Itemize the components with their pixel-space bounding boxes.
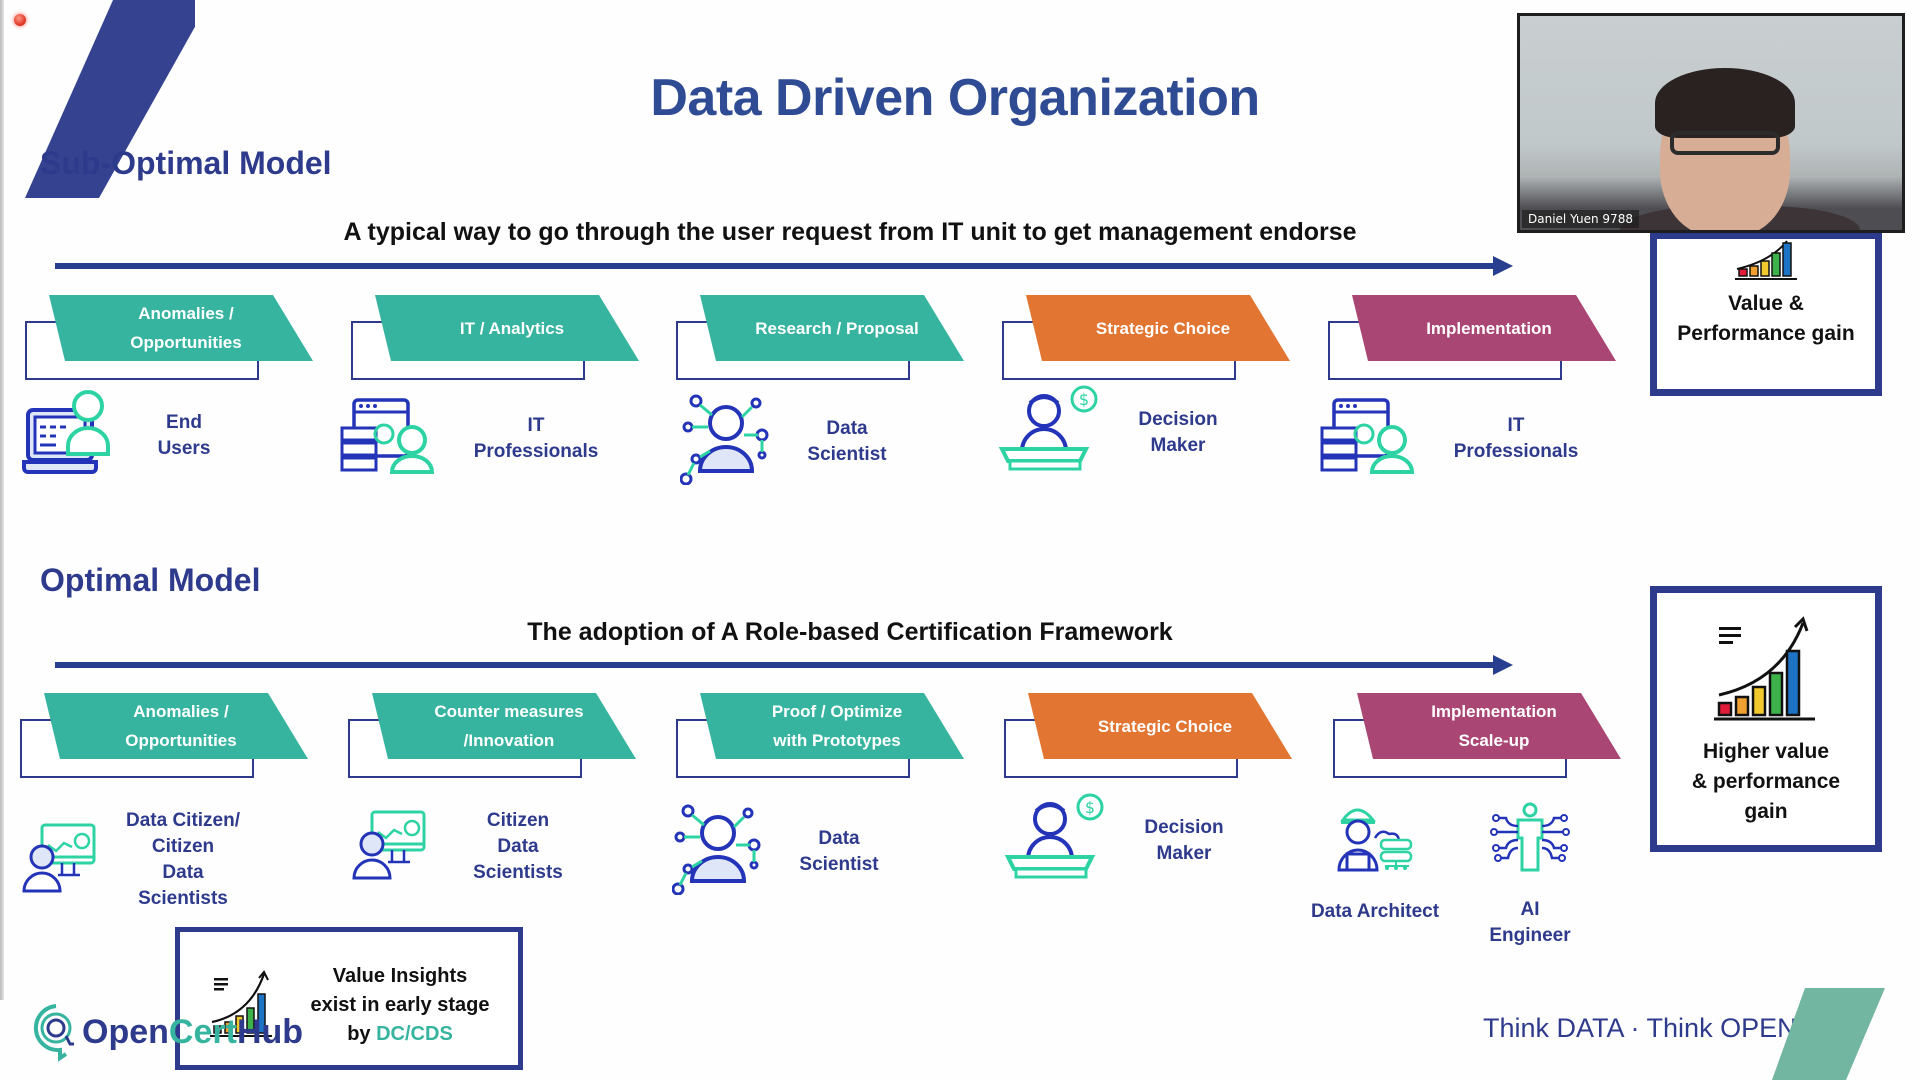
- stage-label: Anomalies / Opportunities: [49, 295, 313, 361]
- svg-text:$: $: [1079, 390, 1089, 409]
- logo-word-cert: Cert: [168, 1012, 237, 1051]
- result-box-value-performance: Value & Performance gain: [1650, 232, 1882, 396]
- process-arrow: [55, 256, 1513, 276]
- laptop-user-icon: [22, 388, 114, 483]
- stage-3: Proof / Optimize with Prototypes: [676, 693, 976, 783]
- stage-label: Research / Proposal: [700, 295, 964, 361]
- data-scientist-network-icon: [671, 803, 764, 900]
- role-6: AI Engineer: [1460, 802, 1600, 949]
- stage-label: Implementation: [1352, 295, 1616, 361]
- stage-1: Anomalies / Opportunities: [20, 693, 320, 783]
- role-label: Decision Maker: [1138, 408, 1218, 456]
- participant-name: Daniel Yuen 9788: [1522, 210, 1639, 228]
- stage-label: Proof / Optimize with Prototypes: [700, 693, 964, 759]
- decision-maker-dollar-icon: $: [1004, 793, 1104, 888]
- stage-label: Strategic Choice: [1026, 295, 1290, 361]
- decision-maker-dollar-icon: $: [998, 385, 1098, 480]
- insight-by: by: [347, 1023, 371, 1045]
- svg-text:$: $: [1085, 798, 1095, 817]
- value-insights-box: Value Insights exist in early stage by D…: [175, 927, 523, 1070]
- monitor-analytics-user-icon: [22, 823, 98, 898]
- tagline: Think DATA · Think OPEN: [1483, 1013, 1797, 1043]
- stage-5: Implementation Scale-up: [1333, 693, 1633, 783]
- optimal-heading: Optimal Model: [40, 562, 261, 598]
- server-gear-user-icon: [340, 398, 436, 479]
- stage-5: Implementation: [1328, 295, 1628, 385]
- role-5: IT Professionals: [1320, 398, 1616, 479]
- head-logo-icon: [33, 1004, 74, 1062]
- role-1: Data Citizen/ Citizen Data Scientists: [22, 808, 268, 912]
- growth-bar-chart-icon: [1735, 240, 1797, 280]
- insight-line-1: Value Insights: [332, 965, 468, 987]
- role-3: Data Scientist: [671, 803, 914, 900]
- role-1: End Users: [22, 388, 254, 483]
- role-label: Data Citizen/ Citizen Data Scientists: [125, 810, 241, 909]
- role-label: End Users: [157, 411, 211, 459]
- role-5: Data Architect: [1300, 800, 1450, 925]
- stage-4: Strategic Choice: [1004, 693, 1304, 783]
- growth-bar-chart-icon: [210, 970, 272, 1037]
- slide-title: Data Driven Organization: [650, 69, 1260, 127]
- stage-4: Strategic Choice: [1002, 295, 1302, 385]
- recording-indicator-icon: [14, 14, 26, 26]
- role-3: Data Scientist: [679, 393, 922, 490]
- insight-text: Value Insights exist in early stage by D…: [290, 962, 510, 1049]
- stage-1: Anomalies / Opportunities: [25, 295, 325, 385]
- role-4: $ Decision Maker: [1004, 793, 1264, 888]
- insight-line-2: exist in early stage: [310, 994, 490, 1016]
- decorative-green-slash: [1772, 988, 1885, 1080]
- ai-engineer-circuit-icon: [1490, 802, 1570, 879]
- stage-2: IT / Analytics: [351, 295, 651, 385]
- process-arrow: [55, 655, 1513, 675]
- role-label: IT Professionals: [1453, 414, 1579, 462]
- stage-label: Implementation Scale-up: [1357, 693, 1621, 759]
- role-2: Citizen Data Scientists: [352, 808, 608, 886]
- role-label: Data Architect: [1310, 901, 1440, 922]
- video-participant-glasses: [1670, 131, 1780, 155]
- insight-line-3: by DC/CDS: [290, 1020, 510, 1049]
- stage-2: Counter measures /Innovation: [348, 693, 648, 783]
- growth-bar-chart-icon: [1714, 616, 1815, 721]
- video-call-tile[interactable]: Daniel Yuen 9788: [1517, 13, 1905, 233]
- role-label: Decision Maker: [1144, 816, 1224, 864]
- monitor-analytics-user-icon: [352, 810, 428, 885]
- server-gear-user-icon: [1320, 398, 1416, 479]
- logo-word-hub: Hub: [236, 1012, 304, 1051]
- data-architect-icon: [1335, 800, 1415, 881]
- role-label: Citizen Data Scientists: [473, 810, 563, 883]
- sub-optimal-heading: Sub-Optimal Model: [40, 145, 332, 181]
- result-box-higher-value: Higher value & performance gain: [1650, 586, 1882, 852]
- role-label: Data Scientist: [799, 827, 879, 875]
- stage-label: Strategic Choice: [1028, 693, 1292, 759]
- insight-highlight: DC/CDS: [376, 1023, 453, 1045]
- stage-3: Research / Proposal: [676, 295, 976, 385]
- role-2: IT Professionals: [340, 398, 636, 479]
- role-label: Data Scientist: [807, 417, 887, 465]
- role-4: $ Decision Maker: [998, 385, 1258, 480]
- stage-label: Anomalies / Opportunities: [44, 693, 308, 759]
- video-participant-hair: [1655, 68, 1795, 138]
- sub-optimal-subtitle: A typical way to go through the user req…: [343, 218, 1357, 246]
- data-scientist-network-icon: [679, 393, 772, 490]
- role-label: IT Professionals: [473, 414, 599, 462]
- optimal-subtitle: The adoption of A Role-based Certificati…: [527, 618, 1173, 646]
- role-label: AI Engineer: [1489, 899, 1571, 946]
- result-label: Value & Performance gain: [1677, 292, 1855, 345]
- stage-label: IT / Analytics: [375, 295, 639, 361]
- logo-word-open: Open: [82, 1012, 169, 1051]
- window-edge: [0, 0, 4, 1000]
- stage-label: Counter measures /Innovation: [372, 693, 636, 759]
- result-label: Higher value & performance gain: [1691, 740, 1841, 823]
